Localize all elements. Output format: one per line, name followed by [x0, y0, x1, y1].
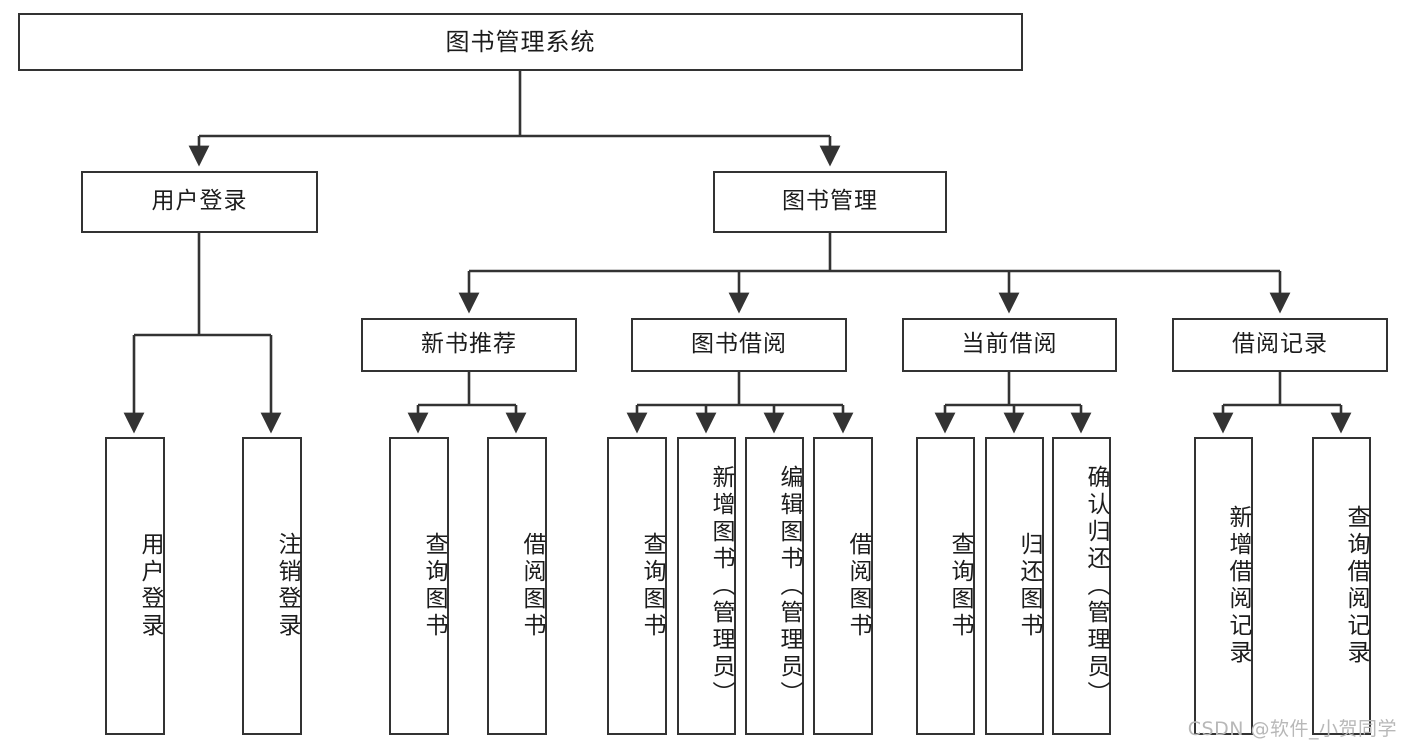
leaf-label: 查询借阅记录: [1343, 505, 1369, 667]
leaf-label: 查询图书: [947, 532, 973, 640]
leaf-label: 新增借阅记录: [1225, 505, 1251, 667]
leaf-label: 查询图书: [639, 532, 665, 640]
leaf-new-book-query-book[interactable]: 查询图书: [389, 437, 449, 735]
watermark-text: CSDN @软件_小贺同学: [1187, 718, 1397, 740]
node-book-management[interactable]: 图书管理: [713, 171, 947, 233]
leaf-book-borrow-query-book[interactable]: 查询图书: [607, 437, 667, 735]
leaf-label: 用户登录: [137, 532, 163, 640]
node-root-book-management-system[interactable]: 图书管理系统: [18, 13, 1023, 71]
leaf-label: 借阅图书: [519, 532, 545, 640]
leaf-label: 借阅图书: [845, 532, 871, 640]
leaf-user-login-login[interactable]: 用户登录: [105, 437, 165, 735]
leaf-label: 新增图书（管理员）: [708, 464, 734, 708]
leaf-current-borrow-confirm-return-admin[interactable]: 确认归还（管理员）: [1052, 437, 1111, 735]
node-borrow-record[interactable]: 借阅记录: [1172, 318, 1388, 372]
leaf-book-borrow-add-book-admin[interactable]: 新增图书（管理员）: [677, 437, 736, 735]
leaf-label: 查询图书: [421, 532, 447, 640]
node-book-borrow[interactable]: 图书借阅: [631, 318, 847, 372]
leaf-book-borrow-borrow-book[interactable]: 借阅图书: [813, 437, 873, 735]
node-user-login[interactable]: 用户登录: [81, 171, 318, 233]
leaf-new-book-borrow-book[interactable]: 借阅图书: [487, 437, 547, 735]
leaf-borrow-record-add-record[interactable]: 新增借阅记录: [1194, 437, 1253, 735]
node-current-borrow[interactable]: 当前借阅: [902, 318, 1117, 372]
leaf-current-borrow-query-book[interactable]: 查询图书: [916, 437, 975, 735]
leaf-label: 编辑图书（管理员）: [776, 464, 802, 708]
leaf-borrow-record-query-record[interactable]: 查询借阅记录: [1312, 437, 1371, 735]
leaf-current-borrow-return-book[interactable]: 归还图书: [985, 437, 1044, 735]
leaf-label: 归还图书: [1016, 532, 1042, 640]
leaf-label: 注销登录: [274, 532, 300, 640]
leaf-label: 确认归还（管理员）: [1083, 464, 1109, 708]
leaf-book-borrow-edit-book-admin[interactable]: 编辑图书（管理员）: [745, 437, 804, 735]
leaf-user-login-logout[interactable]: 注销登录: [242, 437, 302, 735]
node-new-book-recommend[interactable]: 新书推荐: [361, 318, 577, 372]
